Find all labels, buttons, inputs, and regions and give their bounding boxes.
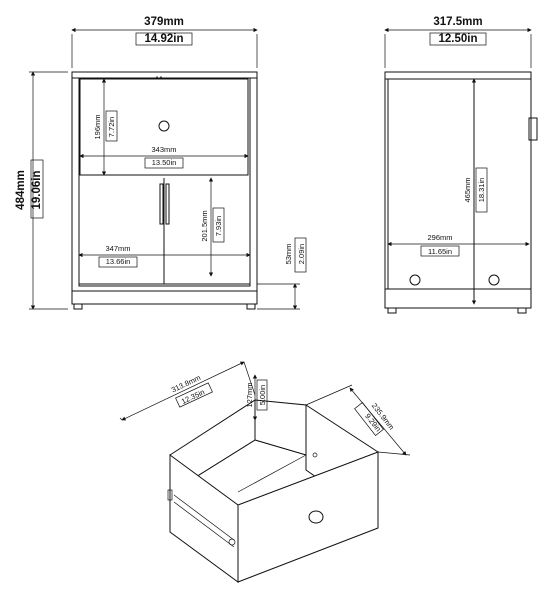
drawer-height-mm: 127mm <box>245 382 254 407</box>
inner-width-mm: 347mm <box>105 244 130 253</box>
side-knob-right <box>488 274 500 286</box>
drawer-front-panel <box>237 451 379 583</box>
side-depth-in: 12.50in <box>439 33 478 45</box>
foot-right <box>246 303 256 310</box>
plinth-height-mm: 53mm <box>284 244 293 265</box>
front-height-mm: 484mm <box>15 170 27 210</box>
front-height-in: 19.06in <box>31 171 43 210</box>
side-inner-depth-mm: 296mm <box>427 233 452 242</box>
inner-width-in: 13.66in <box>106 257 131 266</box>
front-view: 379mm 14.92in 484mm 19.06in 196mm 7.72in… <box>15 16 307 310</box>
shelf-height-in: 7.93in <box>214 216 223 236</box>
drawer-height-mm: 196mm <box>93 114 102 139</box>
side-depth-mm: 317.5mm <box>433 16 482 28</box>
side-inner-height-in: 18.31in <box>477 178 486 203</box>
shelf-height-mm: 201.5mm <box>200 210 209 241</box>
side-knob-left <box>409 274 421 286</box>
drawer-width-mm: 343mm <box>151 145 176 154</box>
front-outline <box>71 71 258 305</box>
drawer-isometric: 313.8mm 12.35in 127mm 5.00in 235.9mm 9.2… <box>119 361 411 583</box>
side-outline <box>384 71 532 309</box>
plinth-height-in: 2.09in <box>297 244 306 264</box>
door-handle-right <box>165 183 170 225</box>
drawer-height-in: 5.00in <box>258 385 267 405</box>
side-inner-height-mm: 465mm <box>463 177 472 202</box>
drawer-knob <box>158 120 170 132</box>
drawer-width-in: 13.50in <box>152 158 177 167</box>
front-width-mm: 379mm <box>144 16 184 28</box>
side-inner-depth-in: 11.65in <box>428 247 452 256</box>
drawer-iso-knob <box>308 510 324 524</box>
drawer-front <box>79 78 249 176</box>
drawer-height-in: 7.72in <box>107 117 116 137</box>
front-width-in: 14.92in <box>145 33 184 45</box>
drawer-left-side <box>169 454 239 583</box>
side-view: 317.5mm 12.50in 465mm 18.31in 296mm 11.6… <box>384 16 538 314</box>
side-handle <box>528 117 538 141</box>
door-handle-left <box>159 183 164 225</box>
foot-left <box>73 303 83 310</box>
